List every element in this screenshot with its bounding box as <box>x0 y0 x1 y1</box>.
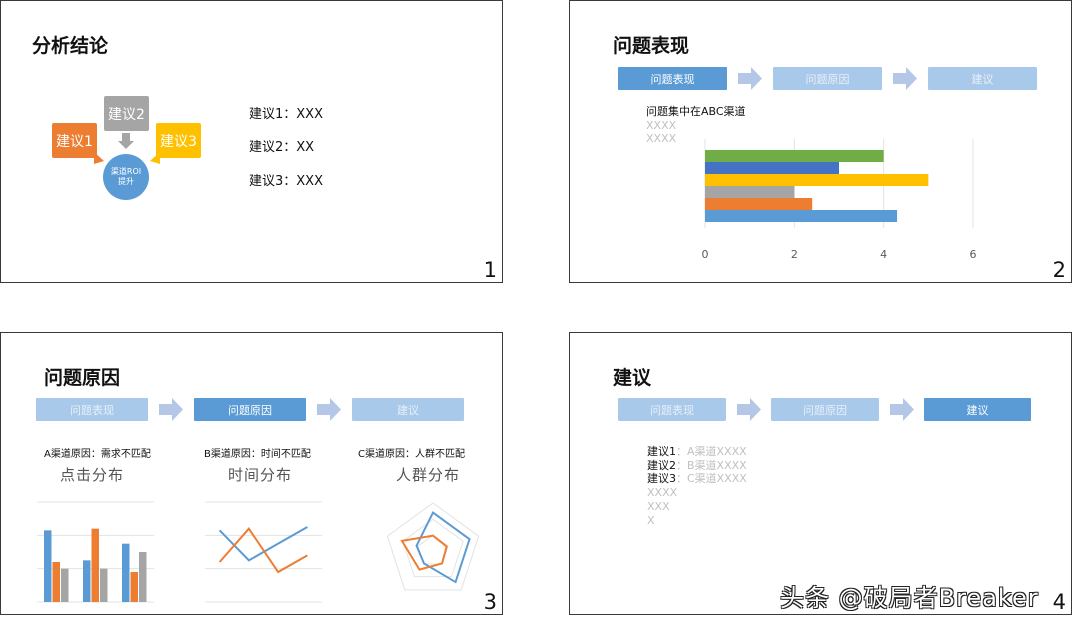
x-tick-label: 0 <box>702 248 709 261</box>
suggestion-box-1: 建议1 <box>52 123 97 158</box>
arrow-down-icon <box>118 133 134 149</box>
suggestion-item-3: 建议3：C渠道XXXX <box>647 472 747 485</box>
extra-line-2: XXX <box>647 500 670 513</box>
column-bar <box>139 552 147 602</box>
column-bar <box>52 562 60 602</box>
page-number: 2 <box>1052 258 1066 282</box>
diagram-arrows <box>94 133 160 164</box>
page-number: 4 <box>1052 590 1066 614</box>
suggestion-line-1: 建议1：XXX <box>249 107 323 122</box>
suggestion-label: 建议3 <box>647 472 676 485</box>
column-bar <box>100 568 108 602</box>
bar <box>705 186 795 198</box>
suggestion-item-2: 建议2：B渠道XXXX <box>647 459 747 472</box>
summary-text: 问题集中在ABC渠道 <box>646 105 746 118</box>
flow-step-suggestion[interactable]: 建议 <box>352 398 464 421</box>
flow-step-problem[interactable]: 问题表现 <box>618 67 727 90</box>
reason-label-c: C渠道原因：人群不匹配 <box>358 449 465 460</box>
summary-sub-1: XXXX <box>646 119 677 132</box>
flow-arrow-icon <box>737 398 761 421</box>
bar <box>705 210 898 222</box>
flow-step-problem[interactable]: 问题表现 <box>36 398 148 421</box>
flow-arrow-icon <box>893 67 917 90</box>
flow-step-cause[interactable]: 问题原因 <box>194 398 306 421</box>
chart-subtitle-click: 点击分布 <box>60 466 125 484</box>
suggestion-detail: ：A渠道XXXX <box>676 445 747 458</box>
column-bar <box>83 560 91 602</box>
column-bar <box>44 530 52 602</box>
flow-arrow-icon <box>890 398 914 421</box>
flow-step-cause[interactable]: 问题原因 <box>771 398 879 421</box>
x-tick-label: 6 <box>970 248 977 261</box>
bar <box>705 162 839 174</box>
slide-title: 分析结论 <box>32 35 109 57</box>
column-bar <box>130 572 138 602</box>
chart-subtitle-crowd: 人群分布 <box>396 466 461 484</box>
suggestion-line-2: 建议2：XX <box>249 140 315 155</box>
suggestion-item-1: 建议1：A渠道XXXX <box>647 445 747 458</box>
page-number: 3 <box>483 590 497 614</box>
slide-3[interactable]: 问题原因 问题表现 问题原因 建议 A渠道原因：需求不匹配 B渠道原因：时间不匹… <box>0 332 503 615</box>
line-series <box>218 526 308 562</box>
radar-grid <box>402 518 464 578</box>
suggestion-detail: ：C渠道XXXX <box>676 472 747 485</box>
flow-step-cause[interactable]: 问题原因 <box>773 67 882 90</box>
center-label-line2: 提升 <box>118 177 134 186</box>
radar-series <box>415 511 471 584</box>
radar-series <box>400 534 448 571</box>
x-tick-label: 4 <box>880 248 887 261</box>
bar <box>705 150 884 162</box>
column-bar <box>122 543 130 602</box>
flow-step-suggestion[interactable]: 建议 <box>924 398 1031 421</box>
line-series <box>218 527 308 574</box>
chart-subtitle-time: 时间分布 <box>228 466 293 484</box>
watermark: 头条 @破局者Breaker <box>780 584 1039 612</box>
x-tick-label: 2 <box>791 248 798 261</box>
suggestion-label: 建议2 <box>647 459 676 472</box>
arrow-right-icon <box>94 152 104 164</box>
radar-grid <box>386 502 480 591</box>
flow-step-suggestion[interactable]: 建议 <box>928 67 1037 90</box>
slide-title: 问题表现 <box>613 35 690 57</box>
suggestion-box-2: 建议2 <box>104 96 149 131</box>
slide-1[interactable]: 分析结论 建议1 建议2 建议3 渠道ROI 提升 建议1：XXX 建议2：XX… <box>0 0 503 283</box>
summary-sub-2: XXXX <box>646 132 677 145</box>
page-number: 1 <box>483 258 497 282</box>
arrow-left-icon <box>150 152 160 164</box>
flow-arrow-icon <box>159 398 183 421</box>
flow-step-problem[interactable]: 问题表现 <box>618 398 726 421</box>
horizontal-bar-chart: 0 2 4 6 <box>702 139 977 261</box>
suggestion-line-3: 建议3：XXX <box>249 174 323 189</box>
flow-arrow-icon <box>317 398 341 421</box>
slide-4[interactable]: 建议 问题表现 问题原因 建议 建议1：A渠道XXXX 建议2：B渠道XXXX … <box>569 332 1072 615</box>
center-label-line1: 渠道ROI <box>110 167 142 176</box>
reason-label-b: B渠道原因：时间不匹配 <box>204 449 311 460</box>
suggestion-label: 建议1 <box>647 445 676 458</box>
bar <box>705 198 813 210</box>
bar <box>705 174 929 186</box>
radar-grid <box>417 534 449 565</box>
suggestion-box-3: 建议3 <box>156 123 201 158</box>
column-bar <box>61 568 69 602</box>
suggestion-detail: ：B渠道XXXX <box>676 459 747 472</box>
column-bar <box>91 528 99 602</box>
slide-title: 建议 <box>613 367 652 389</box>
reason-label-a: A渠道原因：需求不匹配 <box>44 449 151 460</box>
flow-arrow-icon <box>738 67 762 90</box>
extra-line-1: XXXX <box>647 486 678 499</box>
extra-line-3: X <box>647 514 655 527</box>
slide-title: 问题原因 <box>44 367 121 389</box>
slide-2[interactable]: 问题表现 问题表现 问题原因 建议 问题集中在ABC渠道 XXXX XXXX 0… <box>569 0 1072 283</box>
reason-charts <box>37 501 480 603</box>
center-circle: 渠道ROI 提升 <box>103 154 149 200</box>
